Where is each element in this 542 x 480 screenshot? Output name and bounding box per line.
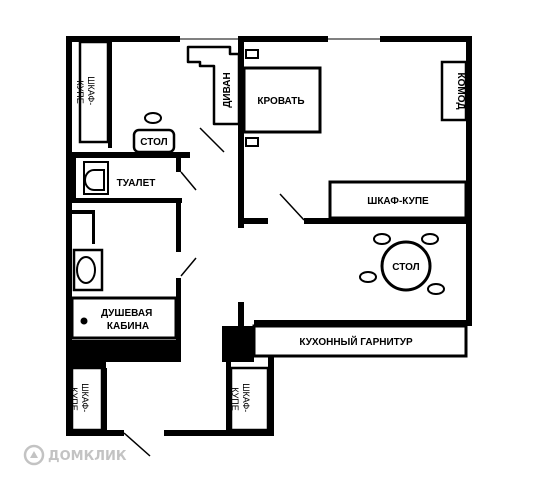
bed — [242, 66, 322, 134]
kitchen-set — [252, 324, 468, 358]
door-toilet — [180, 171, 197, 191]
sink — [76, 256, 96, 284]
watermark-text: ДОМКЛИК — [48, 449, 127, 464]
door-hall-bedroom — [199, 127, 225, 153]
nightstand-bottom — [245, 137, 259, 147]
wardrobe-bottom-left-label: ШКАФ- КУПЕ — [69, 383, 90, 415]
interior-walls — [66, 42, 472, 436]
kitchen-set-label: КУХОННЫЙ ГАРНИТУР — [299, 335, 413, 348]
wardrobe-bedroom-label: ШКАФ-КУПЕ — [367, 196, 429, 207]
dining-table — [380, 240, 432, 292]
shower-cabin — [70, 296, 178, 340]
dresser — [440, 60, 468, 122]
nightstand-top — [245, 49, 259, 59]
dining-chairs — [359, 233, 445, 295]
door-bathroom — [180, 257, 197, 277]
dining-table-label: СТОЛ — [392, 262, 419, 273]
watermark-logo-icon — [23, 444, 45, 466]
wardrobe-bottom-center — [229, 366, 270, 432]
door-bedroom — [279, 193, 305, 221]
sofa-label: ДИВАН — [222, 72, 233, 107]
door-entrance — [123, 432, 151, 457]
small-table — [132, 128, 176, 154]
toilet-label: ТУАЛЕТ — [117, 178, 156, 189]
sofa — [186, 45, 241, 126]
wardrobe-left-top — [78, 40, 110, 144]
shower-drain — [80, 317, 88, 325]
wardrobe-left-top-label: ШКАФ- КУПЕ — [75, 76, 96, 108]
chair — [144, 112, 162, 124]
wardrobe-bottom-center-label: ШКАФ- КУПЕ — [230, 383, 251, 415]
wardrobe-bedroom — [328, 180, 468, 220]
outer-walls — [66, 36, 472, 436]
dresser-label: КОМОД — [455, 73, 466, 110]
toilet — [84, 169, 105, 191]
doors — [123, 127, 305, 457]
bed-label: КРОВАТЬ — [257, 96, 304, 107]
watermark: ДОМКЛИК — [23, 444, 127, 466]
shower-label: ДУШЕВАЯ КАБИНА — [101, 308, 155, 332]
wardrobe-bottom-left — [70, 366, 104, 432]
small-table-label: СТОЛ — [140, 137, 167, 148]
